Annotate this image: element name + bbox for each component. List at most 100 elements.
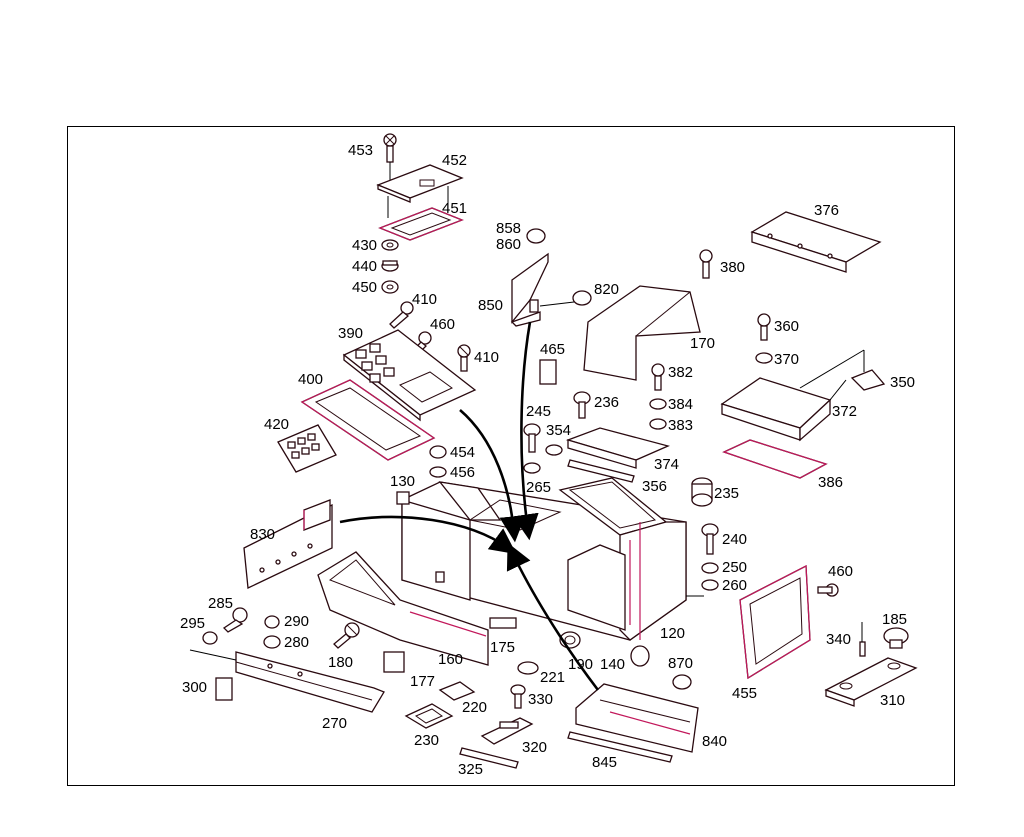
callout-280: 280 (284, 634, 309, 651)
part-450-nut (381, 280, 399, 294)
callout-820: 820 (594, 281, 619, 298)
part-374-tray (565, 427, 670, 469)
callout-360: 360 (774, 318, 799, 335)
part-350-clip (850, 369, 886, 391)
part-290-nut (264, 615, 280, 629)
part-320-holder (480, 717, 534, 745)
part-270-rail (189, 649, 385, 713)
part-230-seal (404, 703, 454, 729)
callout-177: 177 (410, 673, 435, 690)
callout-290: 290 (284, 613, 309, 630)
callout-860: 860 (496, 236, 521, 253)
callout-452: 452 (442, 152, 467, 169)
part-221-cap (517, 661, 539, 675)
callout-175: 175 (490, 639, 515, 656)
callout-185: 185 (882, 611, 907, 628)
callout-380: 380 (720, 259, 745, 276)
callout-245: 245 (526, 403, 551, 420)
part-383-washer (649, 418, 667, 430)
callout-455: 455 (732, 685, 757, 702)
part-850-bracket (510, 252, 549, 327)
part-295-washer (202, 631, 218, 645)
part-455-panel (739, 564, 811, 680)
callout-450: 450 (352, 279, 377, 296)
callout-265: 265 (526, 479, 551, 496)
part-177-clip (383, 651, 405, 673)
arrow-830-to-console (339, 515, 517, 555)
part-285-bolt (222, 607, 248, 633)
callout-250: 250 (722, 559, 747, 576)
arrow-840-to-console (506, 542, 600, 691)
callout-220: 220 (462, 699, 487, 716)
part-260-washer (701, 579, 719, 591)
part-410-screw-b (457, 344, 471, 372)
callout-430: 430 (352, 237, 377, 254)
callout-451: 451 (442, 200, 467, 217)
part-180-screw (333, 622, 360, 649)
callout-840: 840 (702, 733, 727, 750)
callout-236: 236 (594, 394, 619, 411)
callout-420: 420 (264, 416, 289, 433)
part-382-screw (651, 363, 665, 391)
callout-190: 190 (568, 656, 593, 673)
callout-374: 374 (654, 456, 679, 473)
callout-300: 300 (182, 679, 207, 696)
part-830-bracket (243, 499, 333, 589)
callout-270: 270 (322, 715, 347, 732)
part-300-clip (215, 677, 233, 701)
callout-410a: 410 (412, 291, 437, 308)
part-240-bolt (701, 523, 719, 555)
part-245-bolt (523, 423, 541, 453)
callout-372: 372 (832, 403, 857, 420)
part-840-bracket (575, 683, 699, 753)
callout-376: 376 (814, 202, 839, 219)
callout-460a: 460 (430, 316, 455, 333)
callout-830: 830 (250, 526, 275, 543)
part-185-knob (883, 627, 909, 649)
part-390-switch-panel (342, 329, 477, 422)
part-460-screw-b (817, 583, 839, 597)
part-250-washer (701, 562, 719, 574)
part-354-washer (545, 444, 563, 456)
part-360-screw (757, 313, 771, 341)
part-410-screw-a (389, 301, 414, 329)
part-452-plate (376, 164, 464, 218)
callout-386: 386 (818, 474, 843, 491)
part-858-washer (526, 228, 546, 244)
callout-382: 382 (668, 364, 693, 381)
callout-285: 285 (208, 595, 233, 612)
part-465-clip (539, 359, 557, 385)
part-170-cover (583, 285, 701, 381)
callout-labels: 453 452 451 430 440 450 410 390 460 410 … (180, 142, 915, 778)
callout-170: 170 (690, 335, 715, 352)
part-140-plug (630, 645, 650, 667)
part-160-side-trim (317, 551, 489, 666)
part-384-washer (649, 398, 667, 410)
part-325-strip (459, 747, 519, 769)
part-400-frame (300, 379, 436, 461)
callout-160: 160 (438, 651, 463, 668)
callout-850: 850 (478, 297, 503, 314)
part-376-lid (750, 211, 882, 273)
callout-858: 858 (496, 220, 521, 237)
part-820-nut (572, 290, 592, 306)
part-870-nut (672, 674, 692, 690)
callout-130: 130 (390, 473, 415, 490)
callout-260: 260 (722, 577, 747, 594)
part-220-seal (438, 681, 476, 701)
callout-400: 400 (298, 371, 323, 388)
part-386-gasket (722, 439, 828, 479)
callout-453: 453 (348, 142, 373, 159)
part-440-washer (381, 260, 399, 272)
diagram-frame (67, 126, 955, 786)
part-340-pin (859, 622, 866, 657)
callout-230: 230 (414, 732, 439, 749)
callout-845: 845 (592, 754, 617, 771)
arrow-390-to-console (459, 409, 526, 543)
part-175-label (489, 617, 517, 629)
callout-221: 221 (540, 669, 565, 686)
callout-410b: 410 (474, 349, 499, 366)
callout-370: 370 (774, 351, 799, 368)
arrow-850-to-console (512, 321, 539, 541)
